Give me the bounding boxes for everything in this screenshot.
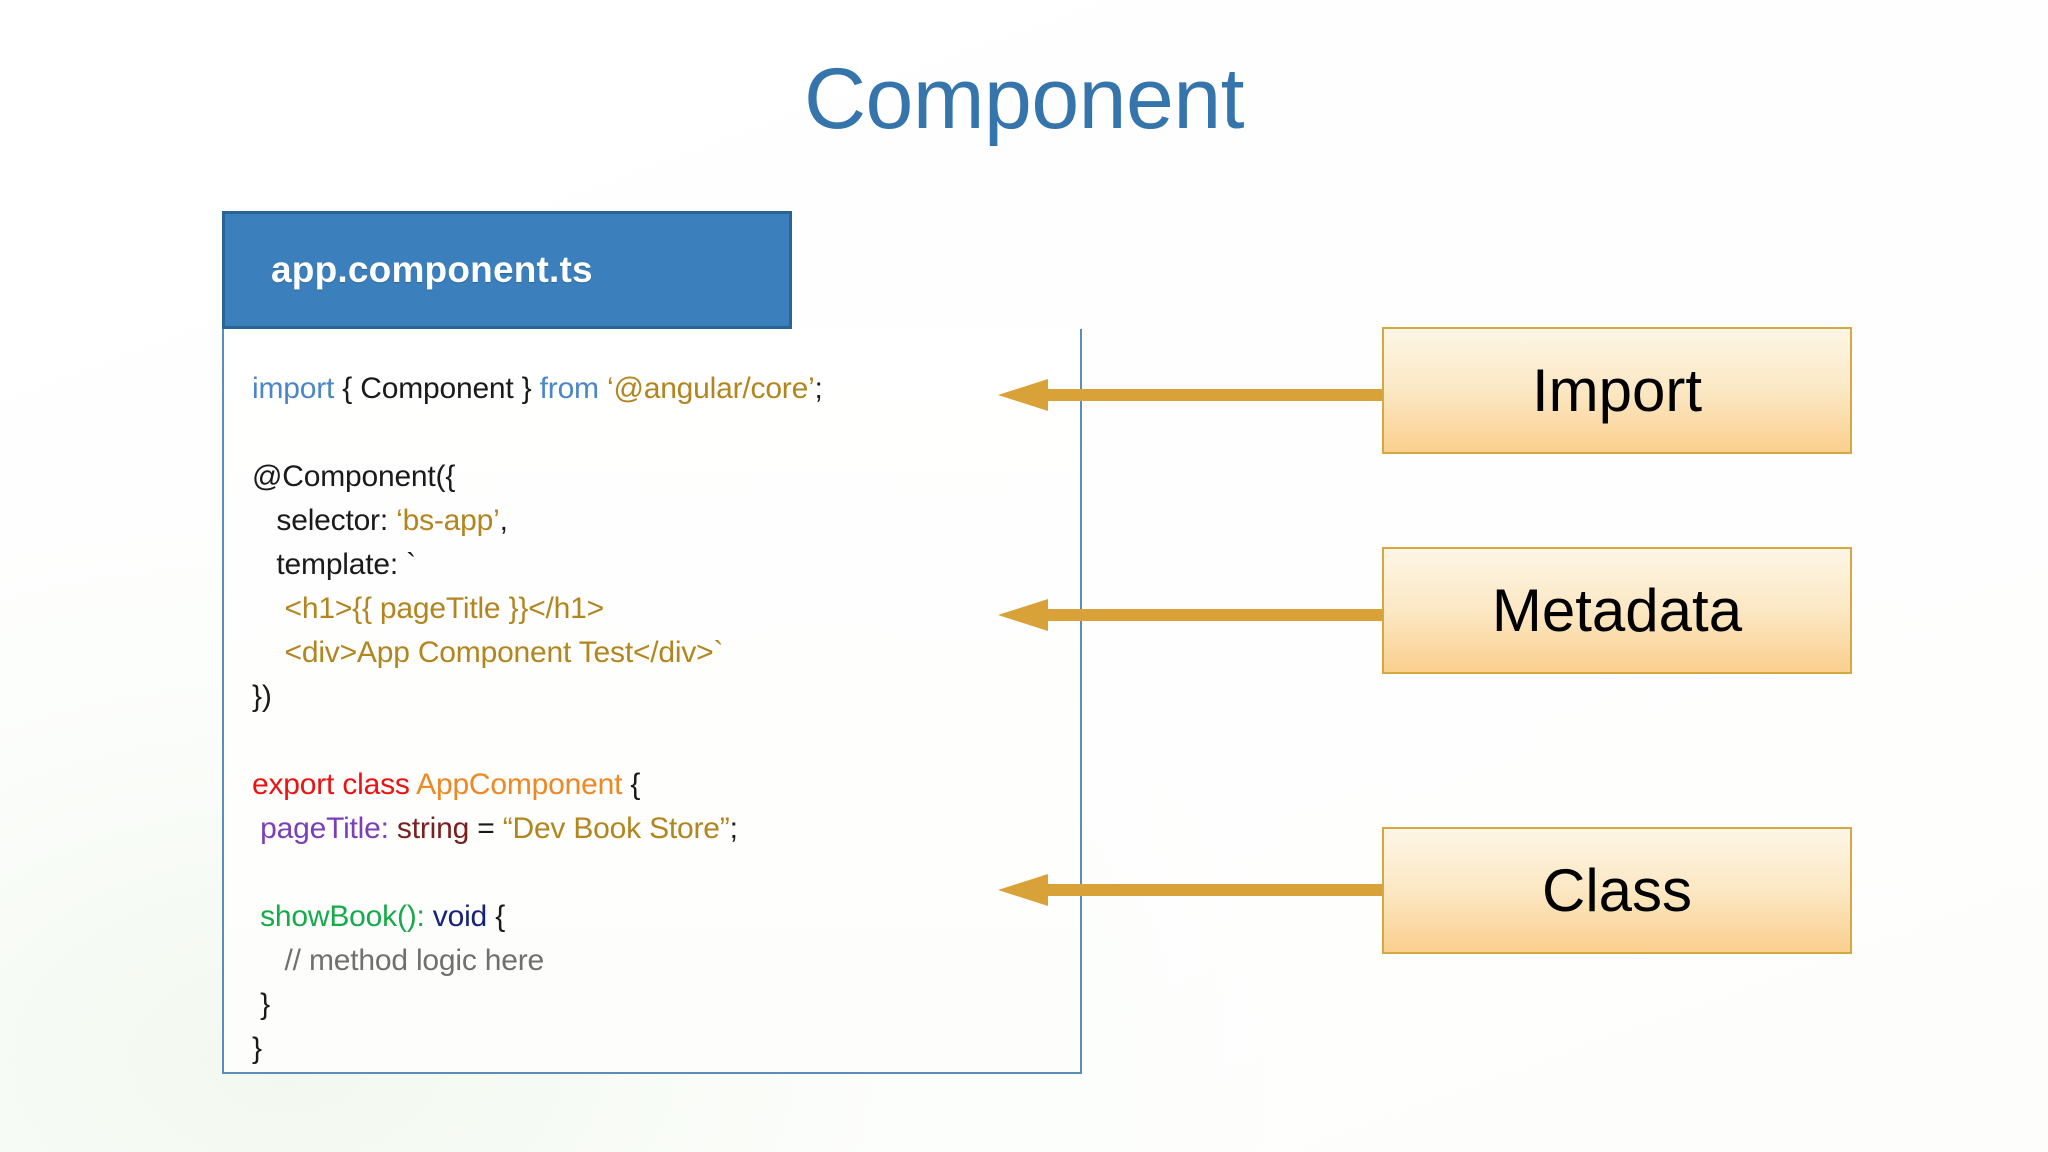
code-token-template: <div>App Component Test</div>` xyxy=(252,636,724,669)
code-token-plain: template: ` xyxy=(252,548,416,581)
code-line: export class AppComponent { xyxy=(252,763,1080,807)
code-token-method: showBook(): xyxy=(252,900,425,933)
code-token-plain: { Component } xyxy=(342,372,540,405)
code-token-classname: AppComponent xyxy=(416,768,631,801)
code-token-plain: @Component({ xyxy=(252,460,456,493)
code-token-string: ‘@angular/core’ xyxy=(606,372,815,405)
code-line xyxy=(252,851,1080,895)
code-token-void: void xyxy=(424,900,496,933)
code-line: pageTitle: string = “Dev Book Store”; xyxy=(252,807,1080,851)
code-token-template: <h1>{{ pageTitle }}</h1> xyxy=(252,592,605,625)
code-token-plain: } xyxy=(252,1032,262,1065)
code-token-plain: { xyxy=(630,768,641,801)
callout-metadata-label: Metadata xyxy=(1491,576,1743,644)
code-line: } xyxy=(252,983,1080,1027)
page-title: Component xyxy=(803,51,1245,147)
callout-class[interactable]: Class xyxy=(1382,827,1852,954)
code-token-plain: } xyxy=(252,988,270,1021)
code-token-comment: // method logic here xyxy=(252,944,545,977)
code-line: } xyxy=(252,1027,1080,1071)
code-line: <h1>{{ pageTitle }}</h1> xyxy=(252,587,1080,631)
callout-metadata[interactable]: Metadata xyxy=(1382,547,1852,674)
code-token-prop: pageTitle xyxy=(252,812,381,845)
code-token-plain: ; xyxy=(814,372,823,405)
code-line: showBook(): void { xyxy=(252,895,1080,939)
code-line xyxy=(252,411,1080,455)
file-tab-label: app.component.ts xyxy=(271,249,593,290)
code-token-string: “Dev Book Store” xyxy=(502,812,730,845)
code-line: }) xyxy=(252,675,1080,719)
code-token-keyword: from xyxy=(539,372,607,405)
code-line: selector: ‘bs-app’, xyxy=(252,499,1080,543)
code-line: <div>App Component Test</div>` xyxy=(252,631,1080,675)
code-card: app.component.ts import { Component } fr… xyxy=(222,211,1082,1074)
code-token-string: ‘bs-app’ xyxy=(396,504,500,537)
callout-class-label: Class xyxy=(1541,856,1693,924)
callout-import[interactable]: Import xyxy=(1382,327,1852,454)
code-line: import { Component } from ‘@angular/core… xyxy=(252,367,1080,411)
file-tab[interactable]: app.component.ts xyxy=(222,211,792,329)
code-token-plain: }) xyxy=(252,680,272,713)
code-token-keyword: import xyxy=(252,372,343,405)
code-token-export: export class xyxy=(252,768,417,801)
code-token-plain: ; xyxy=(729,812,738,845)
code-token-plain: , xyxy=(499,504,508,537)
callout-import-label: Import xyxy=(1531,356,1703,424)
code-token-plain: = xyxy=(477,812,503,845)
code-token-prop: : xyxy=(380,812,397,845)
code-line: template: ` xyxy=(252,543,1080,587)
code-line: // method logic here xyxy=(252,939,1080,983)
code-line xyxy=(252,719,1080,763)
code-token-plain: { xyxy=(495,900,506,933)
code-line: @Component({ xyxy=(252,455,1080,499)
code-token-plain: selector: xyxy=(252,504,397,537)
code-editor-body[interactable]: import { Component } from ‘@angular/core… xyxy=(222,329,1082,1074)
code-token-type: string xyxy=(396,812,478,845)
